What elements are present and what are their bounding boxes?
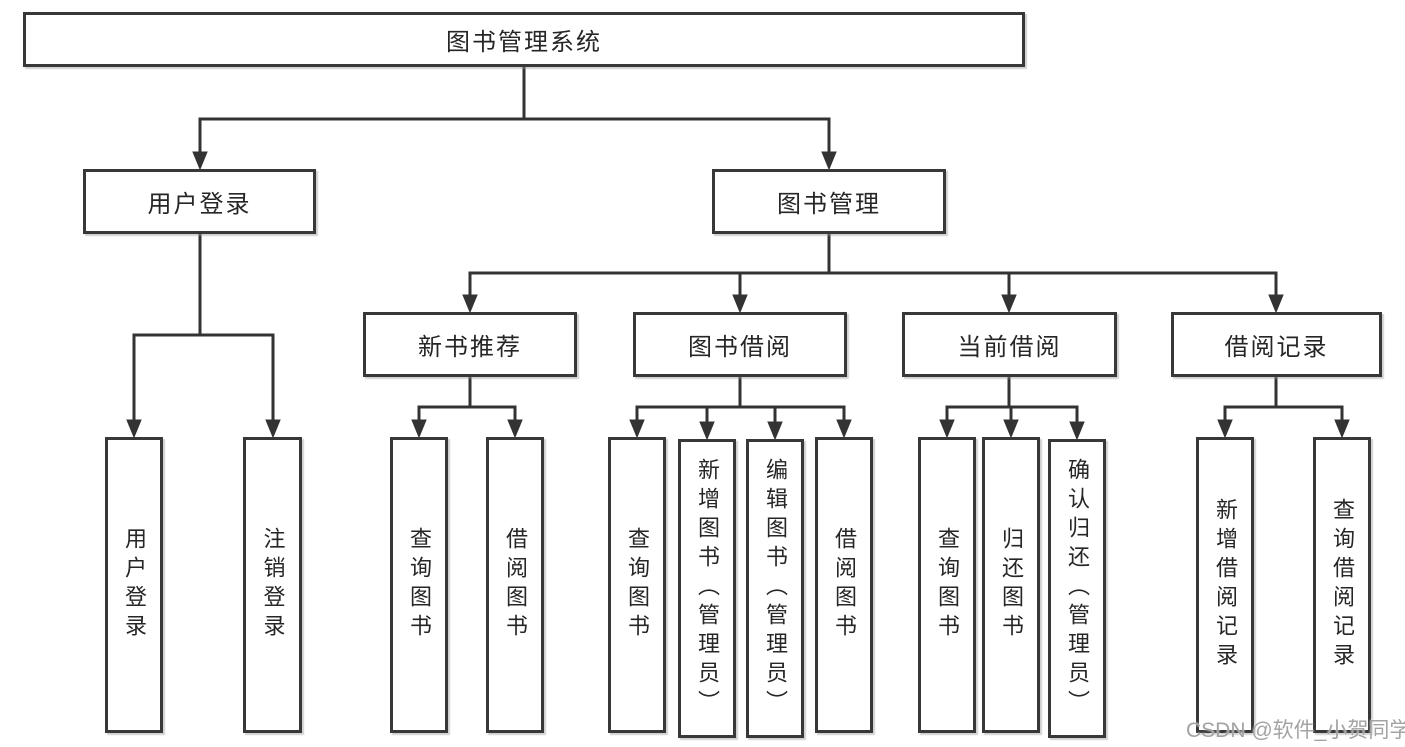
- arrowhead-icon: [265, 419, 281, 439]
- node-book-management-label: 图书管理: [777, 191, 881, 218]
- arrowhead-icon: [411, 419, 427, 439]
- node-current-borrow-label: 当前借阅: [957, 334, 1062, 361]
- node-leaf-logout-label: 注销登录: [260, 527, 286, 643]
- node-borrow-records-label: 借阅记录: [1224, 334, 1329, 361]
- connector-new-book-recommend-to-leaves: [411, 377, 523, 439]
- node-leaf-bb-query-books: 查询图书: [608, 437, 666, 733]
- node-leaf-bb-add-books-admin: 新增图书（管理员）: [678, 439, 736, 738]
- connector-book-management-to-level3: [462, 234, 1284, 314]
- node-leaf-user-login-label: 用户登录: [122, 527, 147, 643]
- node-root: 图书管理系统: [23, 12, 1025, 67]
- node-leaf-br-query-record: 查询借阅记录: [1313, 437, 1371, 733]
- connector-user-login-to-leaves: [126, 234, 281, 439]
- connector-borrow-records-to-leaves: [1217, 377, 1350, 439]
- arrowhead-icon: [836, 419, 852, 439]
- node-leaf-bb-add-books-admin-label: 新增图书（管理员）: [695, 458, 720, 719]
- node-leaf-bb-query-books-label: 查询图书: [625, 527, 650, 643]
- node-leaf-bb-borrow-books: 借阅图书: [815, 437, 873, 733]
- node-user-login: 用户登录: [83, 169, 316, 234]
- arrowhead-icon: [1001, 294, 1017, 314]
- arrowhead-icon: [732, 294, 748, 314]
- node-book-borrow-label: 图书借阅: [688, 334, 792, 361]
- node-new-book-recommend: 新书推荐: [363, 312, 577, 377]
- arrowhead-icon: [126, 419, 142, 439]
- node-leaf-cb-confirm-return-admin-label: 确认归还（管理员）: [1065, 458, 1090, 719]
- arrowhead-icon: [507, 419, 523, 439]
- arrowhead-icon: [629, 419, 645, 439]
- arrowhead-icon: [939, 419, 955, 439]
- node-leaf-user-login: 用户登录: [105, 437, 163, 733]
- node-leaf-cb-query-books: 查询图书: [918, 437, 976, 733]
- arrowhead-icon: [767, 421, 783, 441]
- node-new-book-recommend-label: 新书推荐: [418, 334, 522, 361]
- node-leaf-nb-query-books: 查询图书: [390, 437, 448, 733]
- connector-current-borrow-to-leaves: [939, 377, 1085, 441]
- arrowhead-icon: [821, 151, 837, 171]
- node-book-management: 图书管理: [712, 169, 946, 234]
- arrowhead-icon: [192, 151, 208, 171]
- node-leaf-br-query-record-label: 查询借阅记录: [1330, 498, 1355, 672]
- node-current-borrow: 当前借阅: [902, 312, 1117, 377]
- connector-book-borrow-to-leaves: [629, 377, 852, 441]
- arrowhead-icon: [1334, 419, 1350, 439]
- node-leaf-cb-query-books-label: 查询图书: [935, 527, 960, 643]
- connector-root-to-level2: [192, 67, 837, 171]
- node-leaf-nb-borrow-books: 借阅图书: [486, 437, 544, 733]
- node-leaf-cb-confirm-return-admin: 确认归还（管理员）: [1048, 439, 1106, 738]
- arrowhead-icon: [1003, 419, 1019, 439]
- node-leaf-nb-borrow-books-label: 借阅图书: [503, 527, 528, 643]
- csdn-watermark: CSDN @软件_小贺同学: [1186, 719, 1405, 742]
- node-book-borrow: 图书借阅: [633, 312, 847, 377]
- node-leaf-bb-edit-books-admin: 编辑图书（管理员）: [746, 439, 804, 738]
- node-borrow-records: 借阅记录: [1171, 312, 1382, 377]
- node-leaf-nb-query-books-label: 查询图书: [407, 527, 432, 643]
- node-user-login-label: 用户登录: [147, 191, 252, 218]
- node-leaf-br-add-record: 新增借阅记录: [1196, 437, 1254, 733]
- node-leaf-bb-borrow-books-label: 借阅图书: [832, 527, 857, 643]
- node-root-label: 图书管理系统: [446, 29, 602, 56]
- node-leaf-br-add-record-label: 新增借阅记录: [1213, 498, 1238, 672]
- arrowhead-icon: [1268, 294, 1284, 314]
- arrowhead-icon: [1217, 419, 1233, 439]
- node-leaf-bb-edit-books-admin-label: 编辑图书（管理员）: [763, 458, 788, 719]
- node-leaf-logout: 注销登录: [243, 437, 302, 733]
- arrowhead-icon: [462, 294, 478, 314]
- node-leaf-cb-return-books: 归还图书: [982, 437, 1040, 733]
- node-leaf-cb-return-books-label: 归还图书: [999, 527, 1024, 643]
- arrowhead-icon: [1069, 421, 1085, 441]
- arrowhead-icon: [699, 421, 715, 441]
